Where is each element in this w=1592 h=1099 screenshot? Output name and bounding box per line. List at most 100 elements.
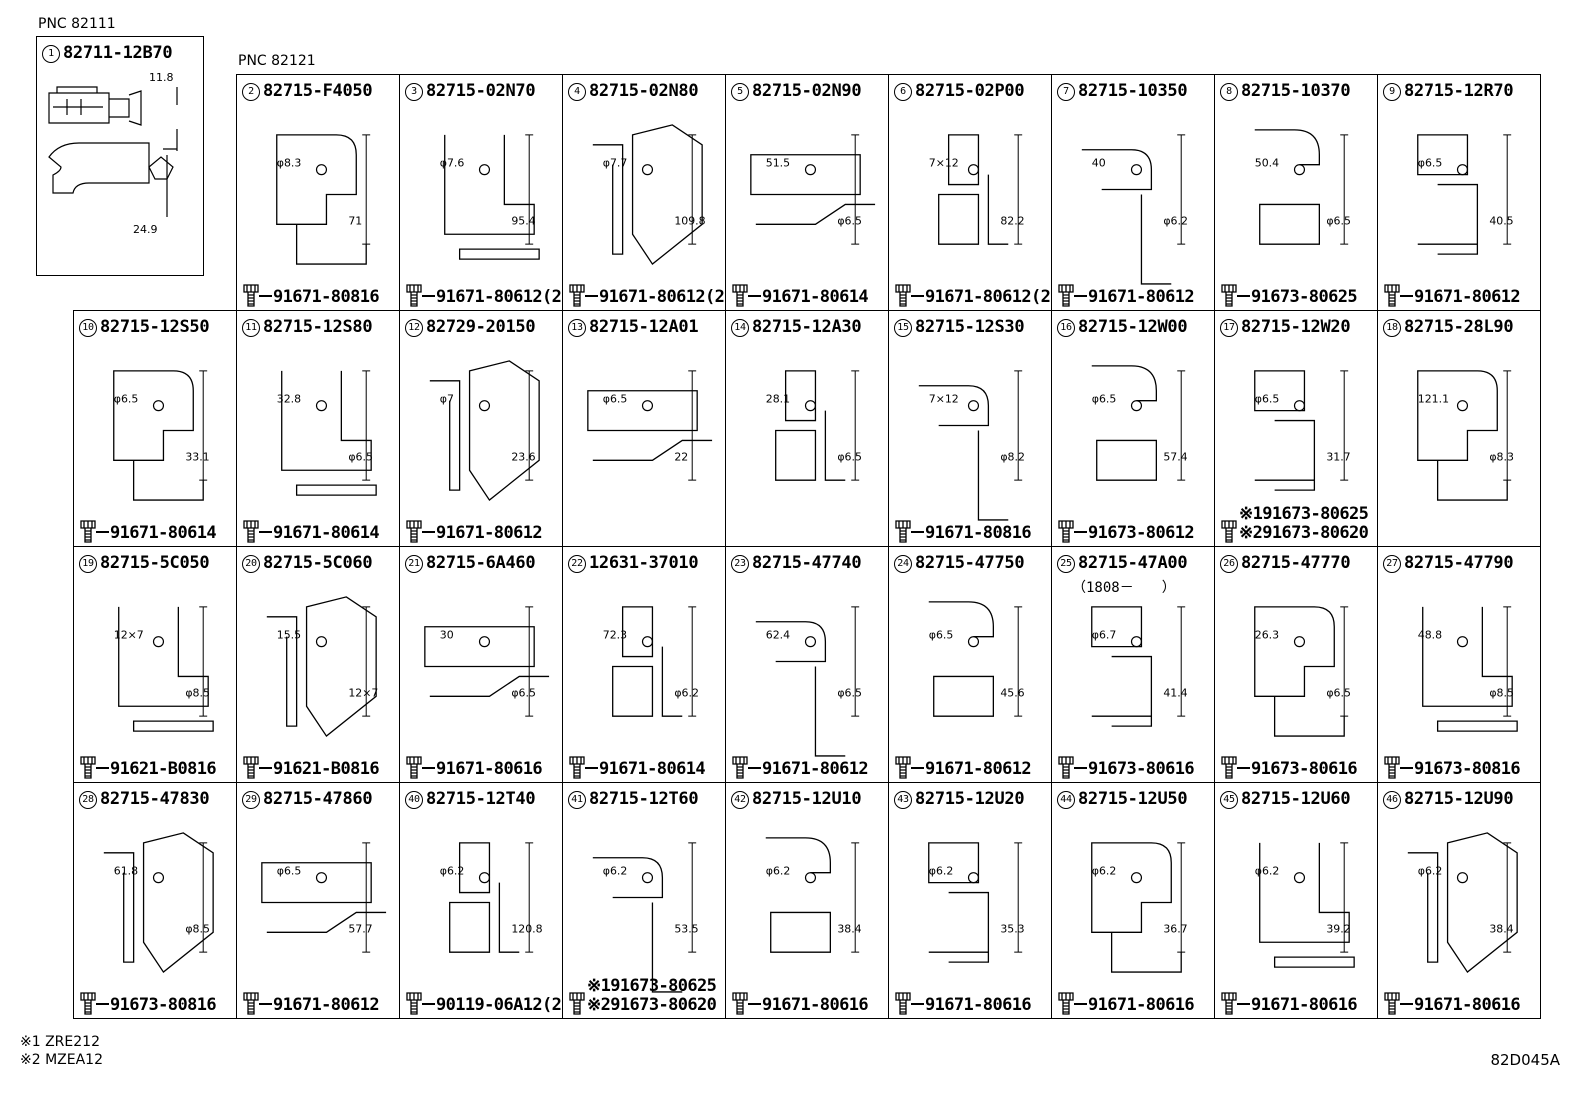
callout-number: 18 xyxy=(1383,319,1401,337)
bolt-part-number: 90119-06A12(2) xyxy=(422,995,571,1015)
bracket-drawing: φ6.531.7 xyxy=(1254,370,1351,491)
bolt-icon xyxy=(895,756,911,779)
dimension-label: φ6.5 xyxy=(603,393,628,406)
bracket-drawing: 62.4φ6.5 xyxy=(755,606,862,757)
bracket-drawing: φ7.695.4 xyxy=(440,134,540,260)
bolt-number: 91671-80616 xyxy=(1414,995,1521,1015)
bolt-icon xyxy=(732,756,748,779)
dimension-label: 82.2 xyxy=(1000,214,1024,227)
bolt-number: 91671-80612(2) xyxy=(925,287,1060,307)
part-drawing-1: 11.8 24.9 xyxy=(48,71,178,236)
dimension-label: φ6.5 xyxy=(1326,214,1351,227)
part-number: 82715-02N70 xyxy=(426,81,536,101)
bolt-icon xyxy=(243,992,259,1015)
dimension-label: 12×7 xyxy=(114,629,144,642)
dimension-label: 121.1 xyxy=(1418,393,1449,406)
callout-number: 45 xyxy=(1220,791,1238,809)
dimension-label: 30 xyxy=(440,629,454,642)
bolt-icon xyxy=(406,992,422,1015)
bolt-part-number: 91671-80614 xyxy=(96,523,217,543)
bolt-part-number: 91673-80616 xyxy=(1237,759,1358,779)
dimension-label: 40 xyxy=(1092,157,1106,170)
conditional-bolt-note: ※191673-80625 xyxy=(1239,504,1369,524)
callout-number: 23 xyxy=(731,555,749,573)
bolt-part-number: 91673-80816 xyxy=(96,995,217,1015)
part-number: 82715-02N90 xyxy=(752,81,862,101)
dimension-label: 28.1 xyxy=(766,393,790,406)
bolt-icon xyxy=(569,992,585,1015)
callout-number: 26 xyxy=(1220,555,1238,573)
bolt-part-number: 91671-80616 xyxy=(748,995,869,1015)
dimension-label: 48.8 xyxy=(1418,629,1442,642)
callout-number: 6 xyxy=(894,83,912,101)
part-number: 82715-12U10 xyxy=(752,789,862,809)
dimension-label: φ6.5 xyxy=(1418,157,1443,170)
bracket-drawing: φ6.545.6 xyxy=(929,601,1025,717)
callout-number: 46 xyxy=(1383,791,1401,809)
bracket-drawing: φ6.522 xyxy=(587,370,713,481)
bolt-icon xyxy=(1221,520,1237,543)
dimension-label: 38.4 xyxy=(1489,922,1513,935)
date-range: （1808－ ） xyxy=(1072,580,1176,596)
bracket-drawing: φ6.540.5 xyxy=(1417,134,1514,255)
bolt-number: 91621-B0816 xyxy=(273,759,380,779)
footnote-1: ※1 ZRE212 xyxy=(20,1034,100,1050)
bolt-part-number: 91671-80614 xyxy=(748,287,869,307)
bolt-number: 91671-80616 xyxy=(1251,995,1358,1015)
bolt-icon xyxy=(895,520,911,543)
bracket-drawing: φ6.557.7 xyxy=(261,842,387,953)
dimension-label: φ6.2 xyxy=(1163,214,1188,227)
dimension-label: 51.5 xyxy=(766,157,790,170)
dimension-label: 50.4 xyxy=(1255,157,1279,170)
bracket-drawing: 61.8φ8.5 xyxy=(103,832,214,974)
bolt-icon xyxy=(406,756,422,779)
footnote-2: ※2 MZEA12 xyxy=(20,1052,103,1068)
part-number: 82715-6A460 xyxy=(426,553,536,573)
dimension-label: 7×12 xyxy=(929,157,959,170)
bolt-part-number: 91671-80612(2) xyxy=(422,287,571,307)
bolt-icon xyxy=(1221,756,1237,779)
